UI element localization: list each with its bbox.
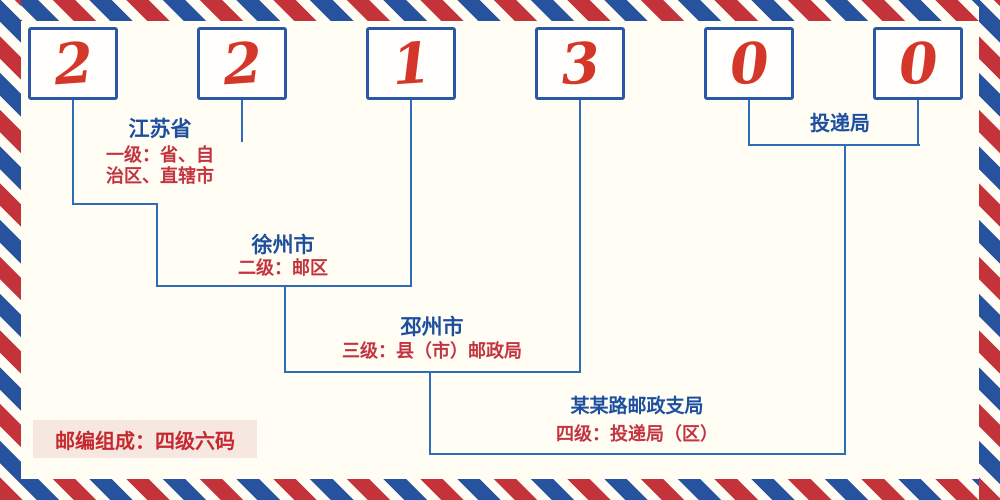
- connector-line: [579, 100, 581, 373]
- label-level1-place: 江苏省: [128, 117, 192, 141]
- connector-line: [429, 371, 431, 455]
- postal-digit-2: 2: [220, 29, 264, 98]
- label-level1-desc: 一级：省、自 治区、直辖市: [75, 145, 245, 187]
- label-level4-desc: 四级：投递局（区）: [556, 424, 718, 445]
- label-level2-desc: 二级：邮区: [238, 258, 328, 279]
- label-level1-desc-line1: 一级：省、自: [106, 145, 214, 166]
- postal-digit-6: 0: [896, 29, 940, 98]
- postal-digit-box-3: 1: [366, 27, 456, 100]
- postal-digit-box-6: 0: [873, 27, 963, 100]
- label-level4-place: 某某路邮政支局: [570, 395, 704, 417]
- postal-digit-3: 1: [389, 29, 433, 98]
- label-level3-place: 邳州市: [400, 315, 464, 339]
- postal-digit-box-2: 2: [197, 27, 287, 100]
- connector-line: [748, 144, 920, 146]
- postal-digit-5: 0: [727, 29, 771, 98]
- connector-line: [72, 203, 158, 205]
- airmail-border-right: [979, 0, 1000, 500]
- postal-digit-box-5: 0: [704, 27, 794, 100]
- airmail-border-bottom: [0, 479, 1000, 500]
- connector-line: [429, 453, 846, 455]
- postal-digit-box-1: 2: [28, 27, 118, 100]
- airmail-border-left: [0, 0, 21, 500]
- connector-line: [156, 203, 158, 287]
- airmail-border-top: [0, 0, 1000, 21]
- connector-line: [917, 100, 919, 146]
- postal-code-composition-note: 邮编组成：四级六码: [33, 420, 257, 458]
- postal-digit-1: 2: [51, 29, 95, 98]
- label-level1-desc-line2: 治区、直辖市: [106, 166, 214, 187]
- postal-digit-box-4: 3: [535, 27, 625, 100]
- label-delivery-office: 投递局: [810, 111, 870, 135]
- postal-digit-4: 3: [558, 29, 602, 98]
- connector-line: [241, 100, 243, 142]
- label-level2-place: 徐州市: [251, 233, 315, 257]
- connector-line: [284, 371, 581, 373]
- connector-line: [284, 285, 286, 373]
- connector-line: [410, 100, 412, 287]
- connector-line: [72, 100, 74, 205]
- label-level3-desc: 三级：县（市）邮政局: [342, 341, 522, 362]
- postal-code-composition-text: 邮编组成：四级六码: [55, 428, 235, 453]
- connector-line: [844, 144, 846, 455]
- connector-line: [748, 100, 750, 146]
